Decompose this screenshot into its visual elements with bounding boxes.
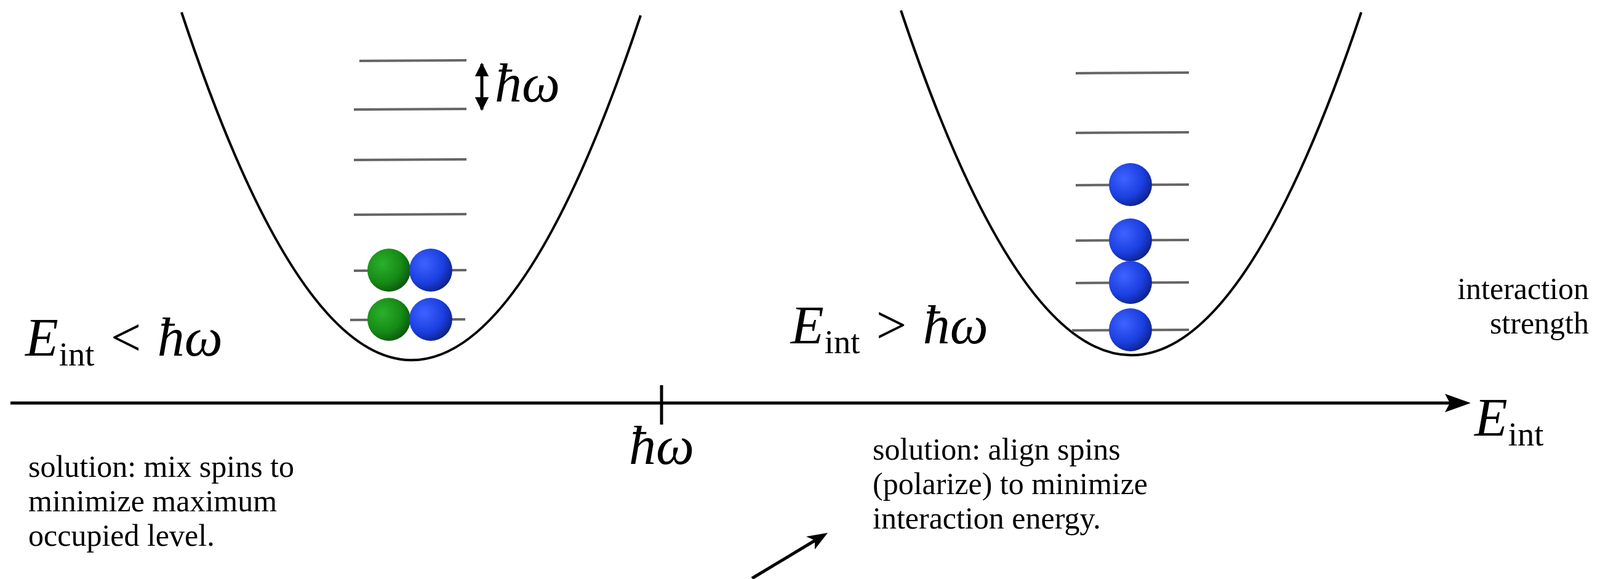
formula-group: ħω [494,56,560,111]
axis-symbol: E [1474,390,1508,445]
formula-group: Eint [1474,390,1544,445]
symbol-label: E [790,298,824,353]
text-block: solution: align spins (polarize) to mini… [872,432,1193,536]
axis-line [10,401,1456,405]
note-text: solution: mix spins to minimize maximum … [28,449,349,553]
relation-sign: < [110,310,142,365]
text-block: solution: mix spins to minimize maximum … [28,449,349,553]
axis-arrowhead [1444,393,1471,413]
note-text: solution: align spins (polarize) to mini… [872,432,1193,536]
formula-group: Eint>ħω [790,298,989,353]
symbol-label: E [25,310,59,365]
formula-group: Eint<ħω [25,310,223,365]
energy-levels [350,60,467,320]
atoms [1108,163,1152,352]
subscript-label: int [59,337,95,372]
energy-levels [1072,72,1189,331]
subscript-label: int [824,325,861,360]
tick-label: ħω [628,419,695,474]
level-spacing-label: ħω [494,56,560,111]
harmonic-trap [900,10,1362,356]
text-block: interaction strength [1373,271,1589,341]
pointer-arrowhead [806,532,828,550]
axis-title: interaction strength [1373,271,1589,341]
subscript-label: int [1508,417,1544,452]
formula-group: ħω [628,419,695,474]
symbol-label: ħω [923,298,989,353]
spacing-arrow [480,64,484,110]
pointer-arrow [752,538,819,579]
relation-sign: > [876,298,908,353]
harmonic-trap [181,12,641,360]
atoms [367,248,453,341]
symbol-label: ħω [157,310,223,365]
